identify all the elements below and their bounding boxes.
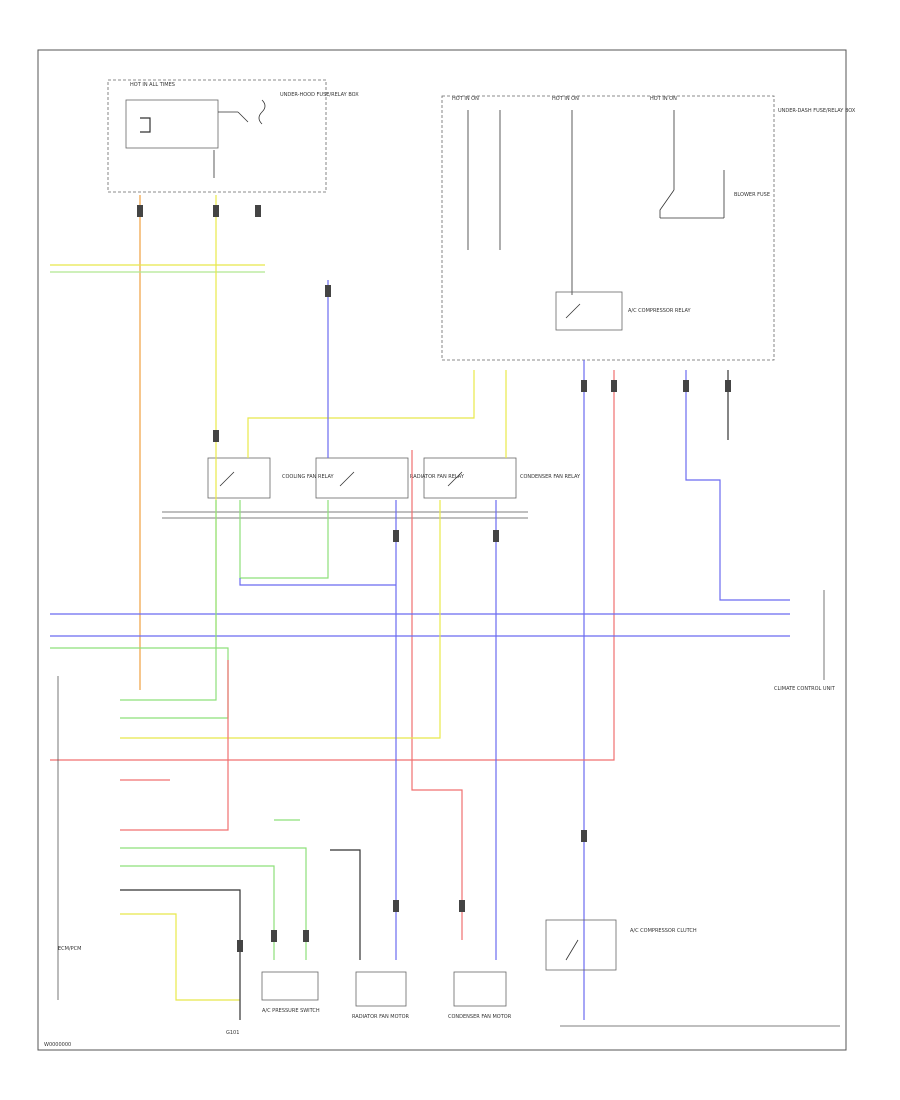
under-hood-fuse-box: HOT IN ALL TIMES UNDER-HOOD FUSE/RELAY B… [107,79,359,193]
wires [50,195,790,1020]
cooling-fan-relay-label: COOLING FAN RELAY [282,474,335,480]
condenser-fan-relay-label: CONDENSER FAN RELAY [520,474,581,480]
under-hood-fuse-label: UNDER-HOOD FUSE/RELAY BOX [280,92,359,98]
bottom-components: A/C PRESSURE SWITCH RADIATOR FAN MOTOR C… [226,919,840,1036]
ac-compressor-relay-label: A/C COMPRESSOR RELAY [628,308,691,314]
climate-control-unit-label: CLIMATE CONTROL UNIT [774,686,836,692]
relay-block: COOLING FAN RELAY RADIATOR FAN RELAY CON… [162,457,581,519]
blower-fuse-label: BLOWER FUSE [734,192,770,198]
condenser-fan-motor-label: CONDENSER FAN MOTOR [448,1014,512,1020]
radiator-fan-relay-label: RADIATOR FAN RELAY [410,474,465,480]
connectors [137,205,731,952]
ac-pressure-switch-label: A/C PRESSURE SWITCH [262,1008,320,1014]
ecm-pcm-label: ECM/PCM [58,946,81,952]
ac-compressor-clutch-label: A/C COMPRESSOR CLUTCH [630,928,697,934]
under-dash-fuse-label: UNDER-DASH FUSE/RELAY BOX [778,108,856,114]
hot-in-all-times-label: HOT IN ALL TIMES [130,82,175,88]
climate-unit: CLIMATE CONTROL UNIT [774,590,836,692]
hot-in-on-label-b: HOT IN ON [552,96,579,102]
ground-label: G101 [226,1030,239,1036]
diagram-frame [37,49,847,1051]
ecm-pcm-block: ECM/PCM [57,676,81,1000]
page-ref-label: W0000000 [44,1042,71,1048]
radiator-fan-motor-label: RADIATOR FAN MOTOR [352,1014,410,1020]
hot-in-on-label-c: HOT IN ON [650,96,677,102]
hot-in-on-label-a: HOT IN ON [452,96,479,102]
under-dash-fuse-box: HOT IN ON HOT IN ON HOT IN ON UNDER-DASH… [441,95,856,361]
